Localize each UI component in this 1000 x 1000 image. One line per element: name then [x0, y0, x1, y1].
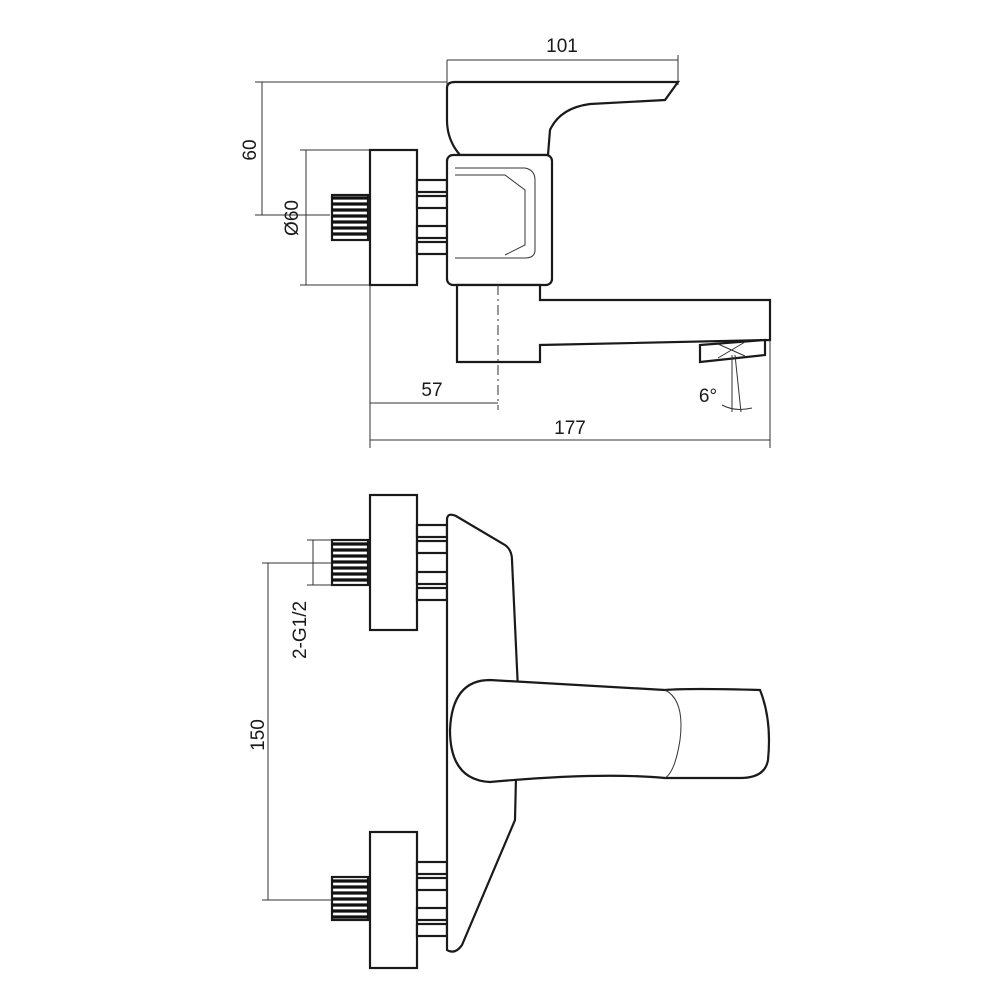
- mixer-body: [445, 80, 772, 410]
- dimension-60-label: 60: [240, 139, 261, 160]
- threaded-nipple: [330, 193, 370, 242]
- wall-flange: [368, 148, 419, 287]
- lever-handle: [448, 678, 771, 784]
- dimension-diameter-60: Ø60: [282, 149, 370, 286]
- dimension-angle-6: 6°: [699, 354, 753, 413]
- side-view: 101 60 Ø60: [240, 36, 772, 448]
- upper-wall-flange: [368, 493, 419, 632]
- dimension-177-label: 177: [554, 418, 586, 439]
- dimension-150: 150: [248, 562, 332, 901]
- lower-wall-flange: [368, 830, 419, 970]
- dimension-thread: 2-G1/2: [290, 539, 332, 659]
- dimension-60: 60: [240, 81, 447, 216]
- dimension-177: 177: [370, 340, 771, 448]
- dimension-angle-label: 6°: [699, 386, 717, 407]
- lower-threaded-nipple: [330, 875, 370, 922]
- upper-threaded-nipple: [330, 538, 370, 587]
- front-view: 150 2-G1/2: [248, 493, 771, 970]
- dimension-101: 101: [446, 36, 679, 90]
- connector-rings: [415, 178, 449, 256]
- dimension-diameter-label: Ø60: [282, 200, 303, 236]
- dimension-57-label: 57: [421, 380, 442, 401]
- dimension-101-label: 101: [546, 36, 578, 57]
- dimension-150-label: 150: [248, 719, 269, 751]
- front-connector-rings: [415, 523, 449, 938]
- dimension-57: 57: [369, 285, 498, 448]
- dimension-thread-label: 2-G1/2: [290, 601, 311, 659]
